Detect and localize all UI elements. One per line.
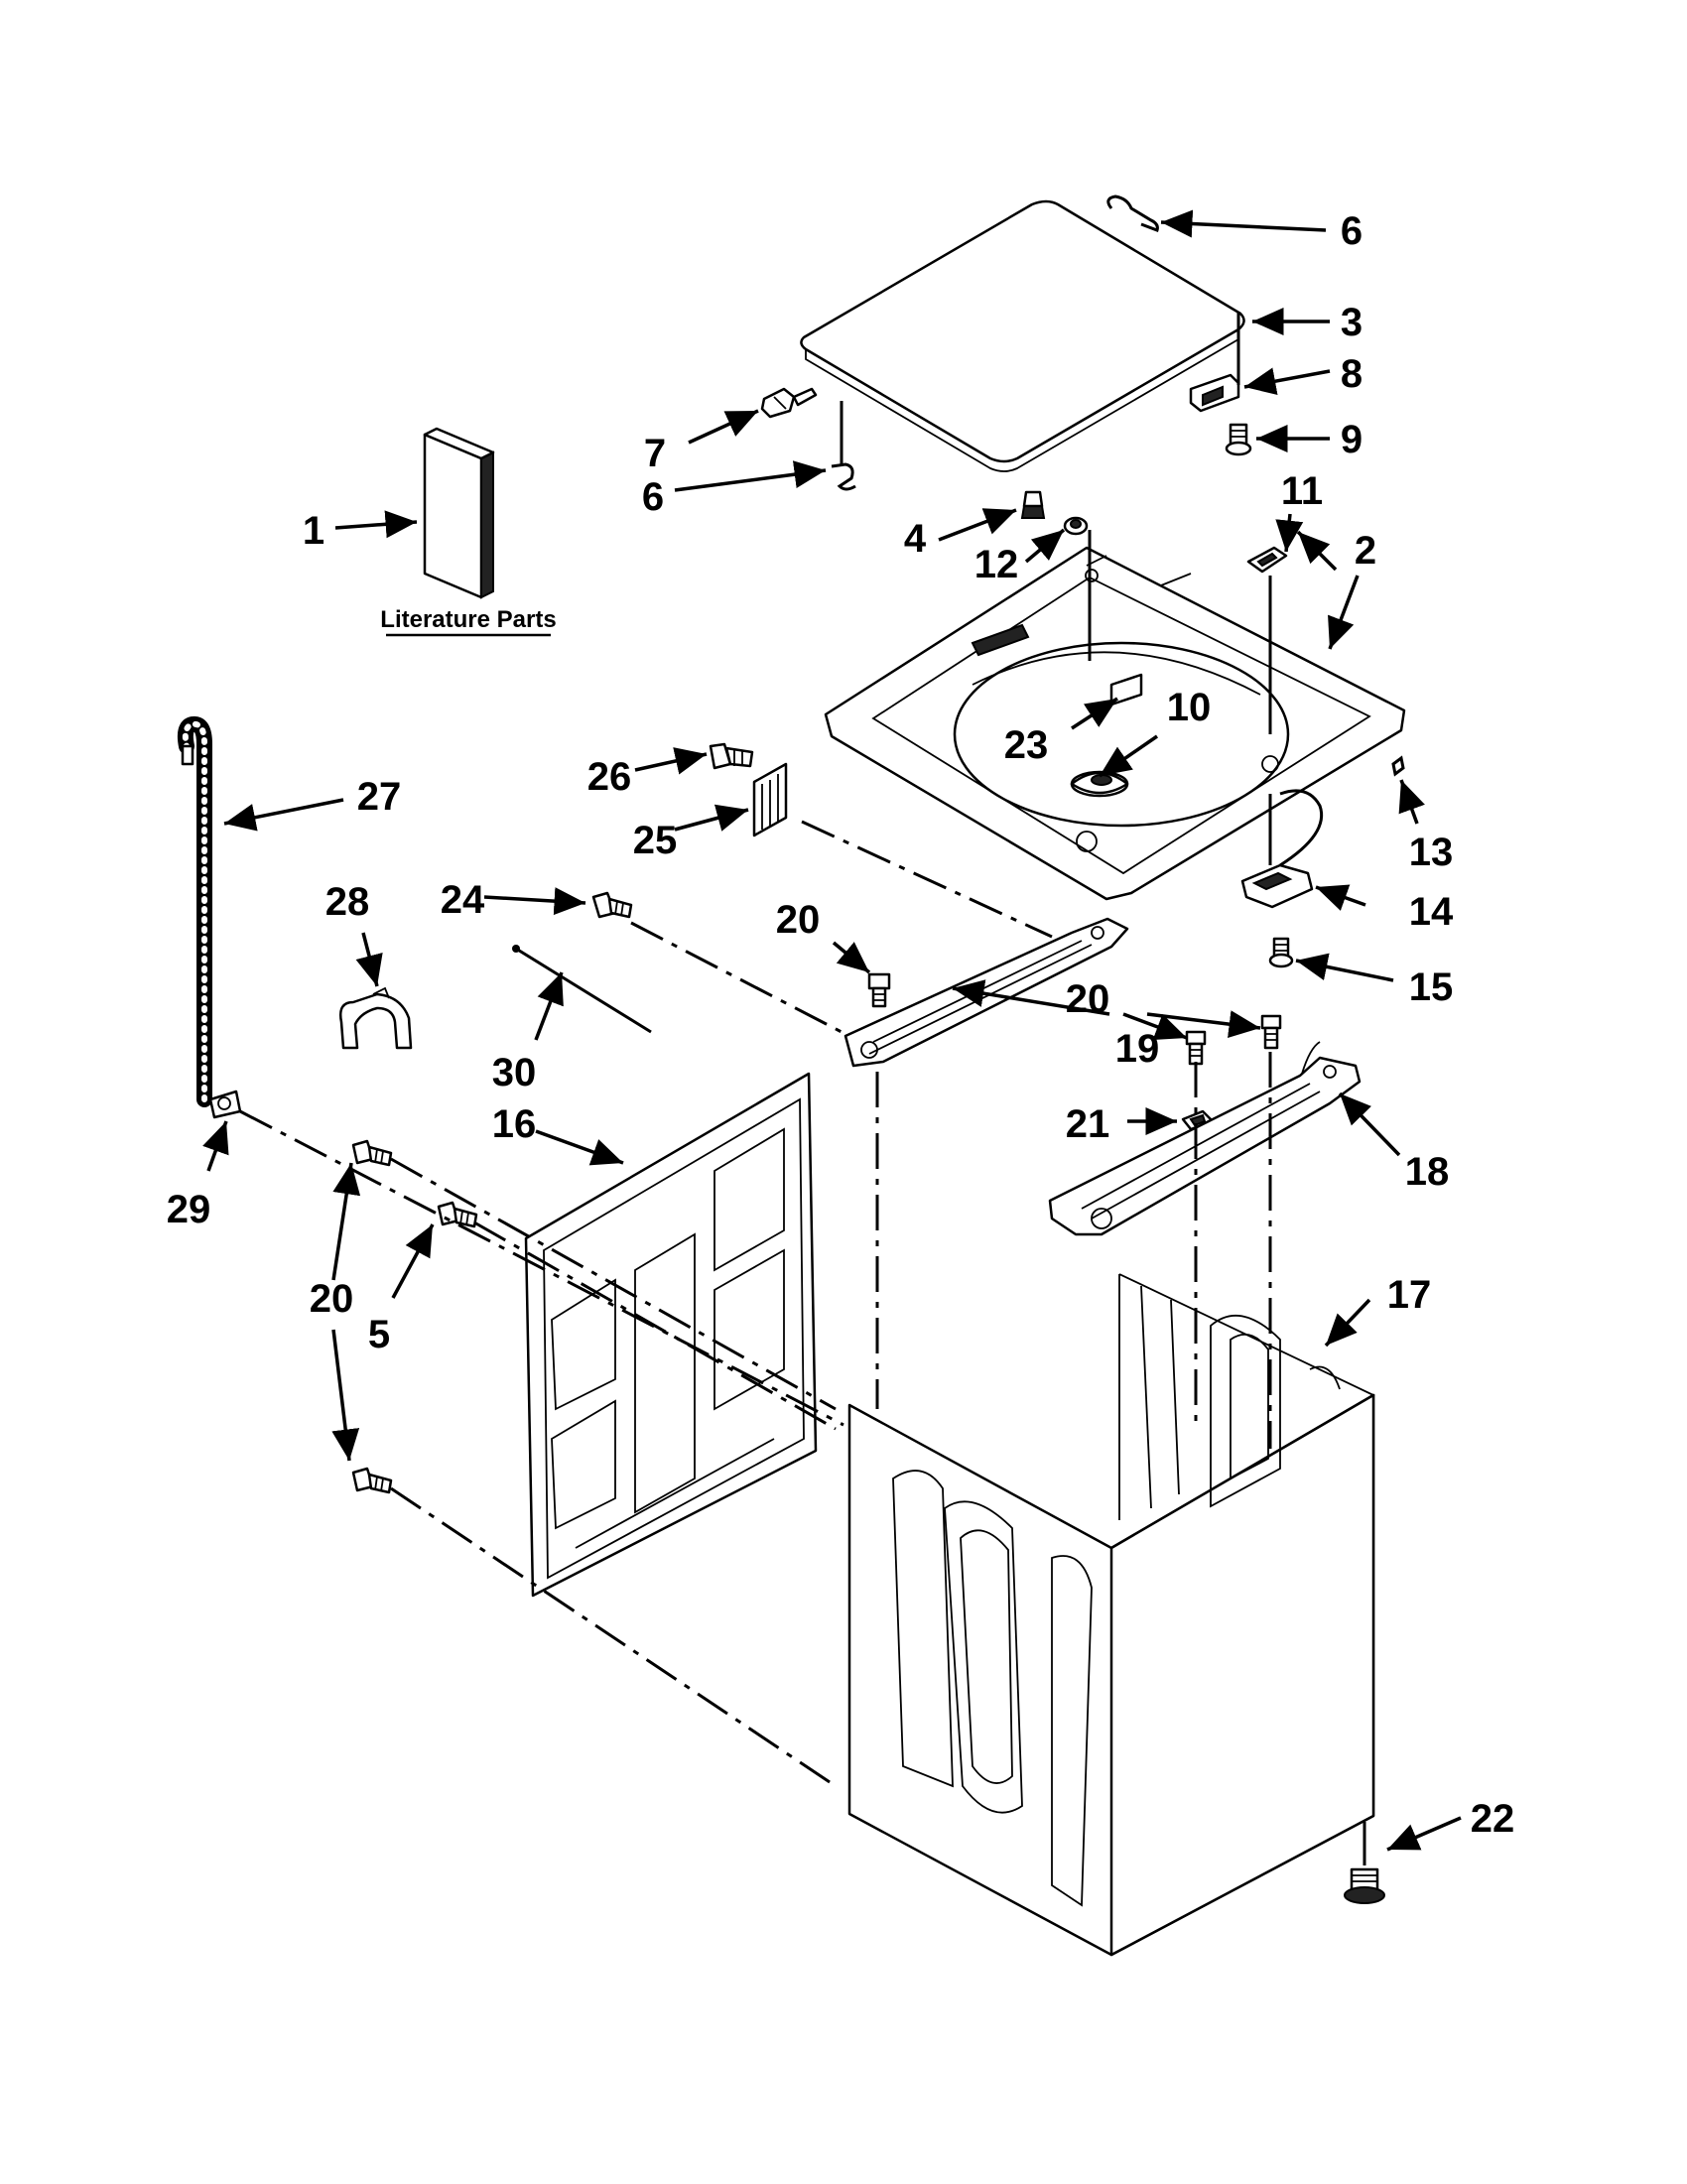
screw-5[interactable] [437, 1201, 478, 1228]
screw-20-top[interactable] [867, 972, 891, 1008]
callout-26[interactable]: 26 [587, 755, 632, 799]
washer-lid[interactable] [800, 199, 1245, 472]
callout-3[interactable]: 3 [1341, 301, 1363, 344]
cabinet-17[interactable] [847, 1273, 1375, 1957]
screw-20-right-a[interactable] [1185, 1030, 1207, 1066]
callout-5[interactable]: 5 [368, 1313, 390, 1356]
lid-bumper[interactable] [1020, 490, 1046, 519]
callout-8[interactable]: 8 [1341, 352, 1363, 396]
callout-20-right[interactable]: 20 [1066, 977, 1110, 1021]
screw-15[interactable] [1268, 937, 1294, 968]
callout-23[interactable]: 23 [1004, 723, 1049, 767]
callout-20-left[interactable]: 20 [310, 1277, 354, 1321]
callout-18[interactable]: 18 [1405, 1150, 1450, 1194]
callout-25[interactable]: 25 [633, 819, 678, 862]
callout-2[interactable]: 2 [1355, 529, 1376, 573]
hinge-wire-bottom[interactable] [831, 462, 856, 491]
callout-12[interactable]: 12 [974, 543, 1019, 586]
callout-29[interactable]: 29 [167, 1188, 211, 1231]
plug-12[interactable] [1063, 516, 1089, 536]
lid-lock-14[interactable] [1240, 789, 1324, 909]
screw-26[interactable] [709, 742, 754, 770]
leveling-foot-22[interactable] [1344, 1867, 1385, 1904]
callout-22[interactable]: 22 [1471, 1797, 1515, 1841]
callout-14[interactable]: 14 [1409, 890, 1454, 934]
callout-labels: 6 3 8 9 7 6 1 4 12 11 2 10 23 27 26 25 1… [167, 209, 1515, 1841]
callout-28[interactable]: 28 [325, 880, 370, 924]
screw-20-right-b[interactable] [1260, 1014, 1282, 1050]
callout-7[interactable]: 7 [644, 432, 666, 475]
callout-21[interactable]: 21 [1066, 1102, 1110, 1146]
literature-booklet[interactable] [423, 427, 495, 599]
callout-16[interactable]: 16 [492, 1102, 537, 1146]
rear-brace-18[interactable] [1048, 1041, 1362, 1236]
callout-15[interactable]: 15 [1409, 965, 1454, 1009]
softener-dispenser-10[interactable] [1070, 770, 1129, 798]
hinge-wire-top[interactable] [1106, 194, 1159, 232]
top-panel[interactable] [824, 546, 1406, 901]
hinge-pin-7[interactable] [760, 387, 818, 419]
callout-6-top[interactable]: 6 [1341, 209, 1363, 253]
drain-hose-27[interactable] [177, 715, 212, 1107]
dispenser-23[interactable] [1109, 673, 1143, 707]
bracket-25[interactable] [752, 762, 788, 837]
callout-24[interactable]: 24 [441, 878, 485, 922]
screw-20-left-lower[interactable] [351, 1467, 393, 1494]
hose-guide-28[interactable] [339, 986, 413, 1050]
assembly-lines [239, 312, 1366, 1865]
lid-switch[interactable] [1189, 373, 1240, 413]
callout-10[interactable]: 10 [1167, 686, 1212, 729]
screw-20-left-upper[interactable] [351, 1139, 393, 1167]
callout-9[interactable]: 9 [1341, 418, 1363, 461]
literature-parts-label[interactable]: Literature Parts [380, 606, 556, 633]
callout-4[interactable]: 4 [904, 517, 927, 561]
screw-9[interactable] [1225, 423, 1252, 456]
callout-27[interactable]: 27 [357, 775, 402, 819]
leader-lines [202, 209, 1462, 1852]
literature-parts-caption: Literature Parts [380, 606, 557, 637]
clip-13[interactable] [1391, 755, 1405, 777]
callout-1[interactable]: 1 [303, 509, 324, 553]
latch-cover-11[interactable] [1246, 546, 1288, 574]
hose-clamp-29[interactable] [208, 1090, 242, 1119]
callout-11[interactable]: 11 [1281, 469, 1323, 513]
callout-6-bottom[interactable]: 6 [642, 475, 664, 519]
callout-13[interactable]: 13 [1409, 831, 1454, 874]
rear-panel-16[interactable] [524, 1072, 818, 1598]
rod-30[interactable] [512, 945, 652, 1034]
callout-17[interactable]: 17 [1387, 1273, 1432, 1317]
callout-20-top[interactable]: 20 [776, 898, 821, 942]
callout-30[interactable]: 30 [492, 1051, 537, 1094]
screw-24[interactable] [591, 891, 633, 919]
callout-19[interactable]: 19 [1115, 1027, 1160, 1071]
